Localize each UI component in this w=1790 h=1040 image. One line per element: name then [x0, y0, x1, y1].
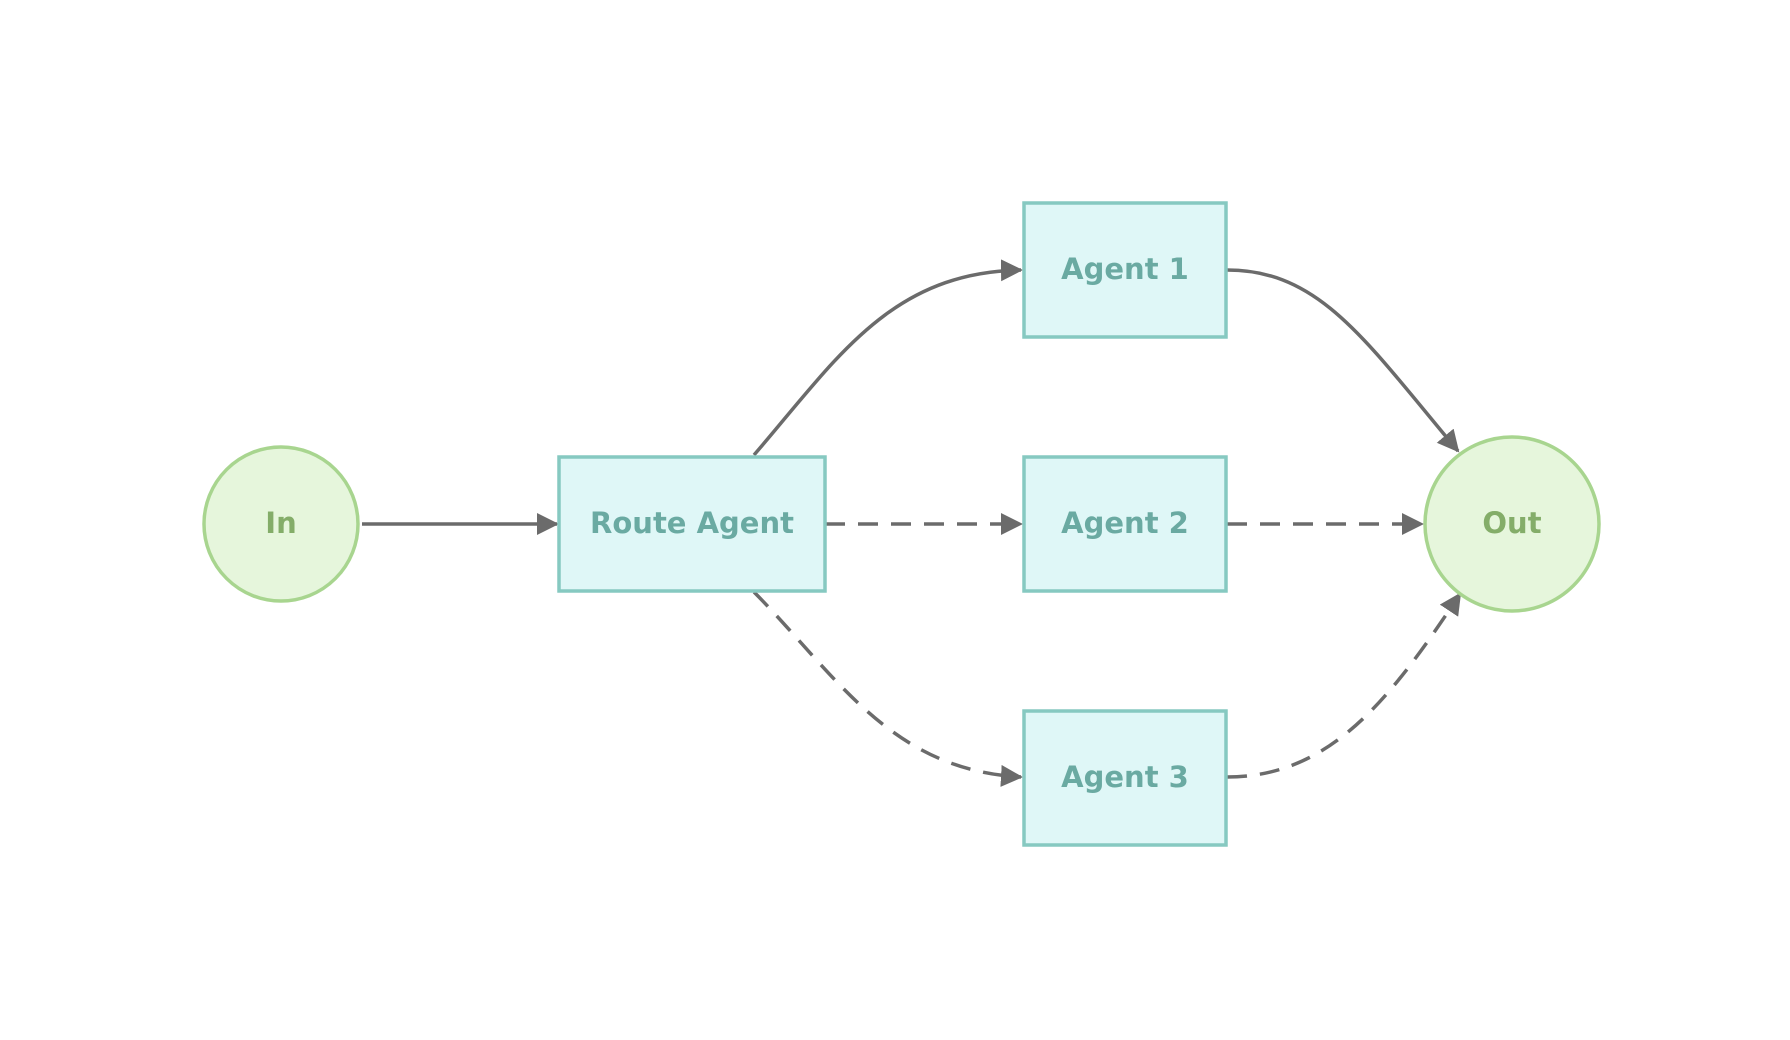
- node-agent-3-label: Agent 3: [1061, 760, 1189, 794]
- node-agent-1-shape: [1022, 201, 1228, 339]
- node-agent-3: Agent 3: [1022, 709, 1228, 847]
- node-agent-2: Agent 2: [1022, 455, 1228, 593]
- edges: [362, 259, 1462, 787]
- node-in: In: [202, 445, 360, 603]
- node-route-agent-shape: [557, 455, 827, 593]
- node-route-agent-label: Route Agent: [590, 506, 794, 540]
- node-agent-2-shape: [1022, 455, 1228, 593]
- node-agent-1: Agent 1: [1022, 201, 1228, 339]
- node-in-label: In: [265, 506, 296, 540]
- node-agent-2-label: Agent 2: [1061, 506, 1189, 540]
- edge-route-to-agent1: [752, 259, 1023, 457]
- node-out-shape: [1423, 435, 1601, 613]
- node-in-shape: [202, 445, 360, 603]
- edge-agent1-to-out: [1226, 268, 1460, 453]
- edge-route-to-agent3: [752, 590, 1023, 787]
- node-agent-1-label: Agent 1: [1061, 252, 1189, 286]
- node-route-agent: Route Agent: [557, 455, 827, 593]
- node-agent-3-shape: [1022, 709, 1228, 847]
- edge-agent3-to-out: [1226, 592, 1462, 779]
- node-out-label: Out: [1482, 506, 1541, 540]
- node-out: Out: [1423, 435, 1601, 613]
